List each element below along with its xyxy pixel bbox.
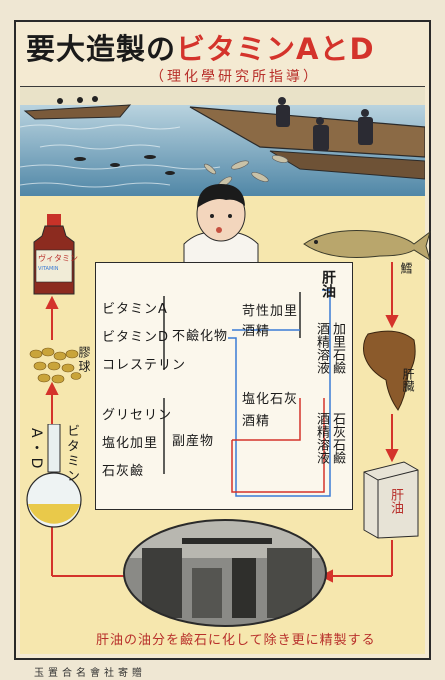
flask-vitamin-label: ビタミン	[64, 424, 79, 484]
liver-oil-can-illustration	[360, 458, 422, 540]
diagram-byproduct: 副産物	[172, 434, 215, 449]
flask-illustration	[24, 423, 94, 528]
diagram-potash-soap: 加里石鹼	[330, 322, 345, 374]
product-cholesterin: コレステリン	[102, 358, 187, 373]
title-red: ビタミンAとD	[176, 32, 375, 66]
diagram-lime-soap: 石灰石鹼	[330, 412, 345, 464]
liver-illustration	[358, 326, 420, 414]
capsules-label: 膠球	[77, 346, 91, 374]
diagram-liver-oil: 肝油	[320, 270, 336, 298]
poster-title: 要大造製のビタミンAとD	[26, 26, 421, 66]
diagram-alcohol-bottom: 酒精	[242, 414, 271, 429]
liver-label: 肝臓	[401, 368, 415, 392]
cod-fish-illustration	[300, 222, 432, 266]
poster-subtitle: （理化學研究所指導）	[150, 69, 320, 85]
cod-label: 鱈	[399, 262, 413, 274]
diagram-alcohol-top: 酒精	[242, 324, 271, 339]
diagram-calcium-chloride: 塩化石灰	[242, 392, 299, 407]
product-potassium-chloride: 塩化加里	[102, 436, 159, 451]
product-vitamin-a: ビタミンA	[102, 302, 168, 317]
diagram-alcohol-solution-2: 酒精溶液	[314, 412, 329, 464]
child-illustration	[178, 174, 264, 271]
diagram-unsaponifiable: 不鹼化物	[172, 329, 229, 344]
product-glycerin: グリセリン	[102, 408, 173, 423]
bottle-sub-label: VITAMIN	[38, 266, 59, 272]
publisher-credit: 玉置合名會社寄贈	[34, 668, 146, 679]
factory-photo	[122, 518, 328, 628]
diagram-alcohol-solution-1: 酒精溶液	[314, 322, 329, 374]
flask-ad-label: A・D	[28, 428, 44, 472]
process-caption: 肝油の油分を鹼石に化して除き更に精製する	[96, 633, 376, 648]
process-diagram	[95, 262, 353, 510]
product-vitamin-d: ビタミンD	[102, 330, 170, 345]
diagram-caustic-potash: 苛性加里	[242, 304, 299, 319]
title-dark: 要大造製の	[26, 32, 177, 66]
vitamin-bottle: ヴィタミン VITAMIN	[30, 214, 78, 296]
bottle-label: ヴィタミン	[38, 254, 78, 263]
product-lime-soap: 石灰鹼	[102, 464, 145, 479]
capsules-illustration	[26, 344, 86, 388]
can-label: 肝油	[388, 488, 403, 514]
